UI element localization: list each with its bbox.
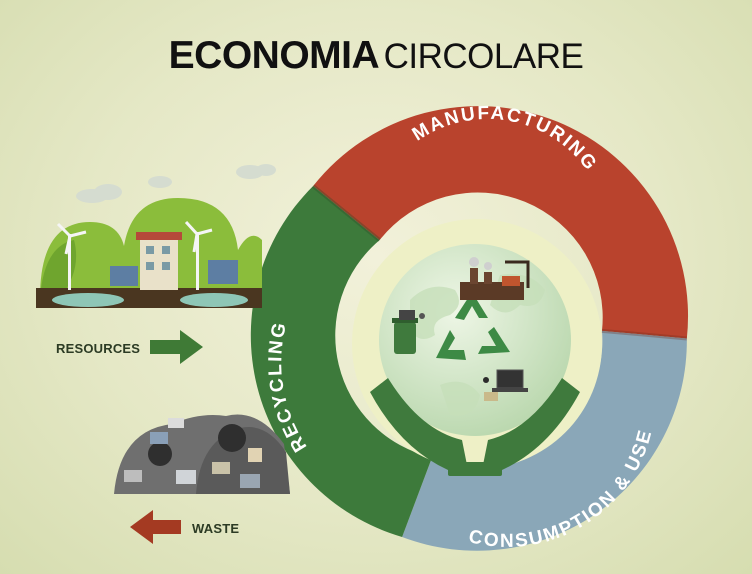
recycle-icon (436, 292, 510, 360)
title-bold: ECONOMIA (168, 34, 380, 77)
green-city-icon (36, 164, 276, 308)
laptop-icon (483, 369, 528, 401)
factory-icon (460, 257, 530, 300)
recycle-bin-icon (392, 310, 425, 354)
landfill-icon (114, 414, 290, 494)
page-title: ECONOMIA CIRCOLARE (0, 34, 752, 78)
resources-label: RESOURCES (56, 341, 141, 356)
waste-label: WASTE (192, 521, 240, 536)
ring-segment-manufacturing (313, 106, 689, 339)
hands-icon (370, 378, 580, 476)
ring-segment-consumption (402, 330, 687, 551)
resources-arrow (150, 330, 203, 364)
title-light: CIRCOLARE (383, 37, 584, 76)
ring-segment-recycling (250, 186, 433, 537)
waste-arrow (130, 510, 181, 544)
